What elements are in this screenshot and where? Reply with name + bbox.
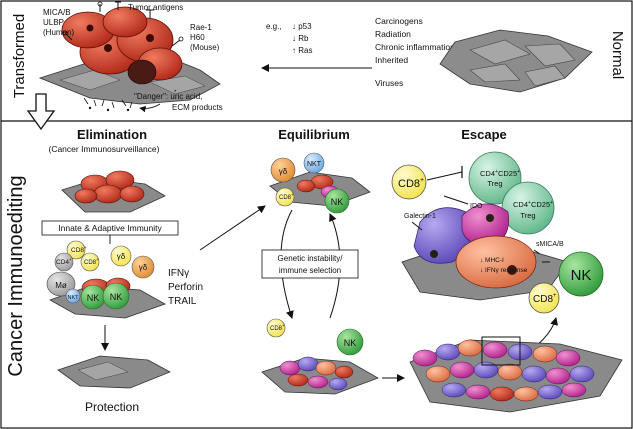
treg2-sublabel: Treg	[520, 211, 535, 220]
treg2-label: CD4+CD25+	[513, 200, 553, 209]
transformed-side-label: Transformed	[11, 14, 28, 98]
escape-cd8-cell	[391, 164, 427, 200]
cancer-immunoediting-side-label: Cancer Immunoediting	[5, 175, 27, 376]
elim-cd4-label: CD4+	[56, 257, 72, 266]
eq-gd-label: γδ	[279, 167, 288, 176]
ligand-mouse-1: Rae-1	[190, 23, 212, 32]
cause-3: Chronic inflammation	[375, 42, 455, 52]
elim-cd8-label-2: CD8+	[84, 257, 99, 266]
escape-nk-cell	[558, 251, 604, 297]
eg-label: e.g.,	[266, 22, 282, 31]
mutation-arrow-1: ↓	[292, 22, 296, 31]
elim-nkt-label: NKT	[68, 295, 80, 301]
immunity-box-label: Innate & Adaptive Immunity	[58, 223, 162, 233]
ligand-human-3: (Human)	[43, 28, 74, 37]
elim-gd-label-2: γδ	[139, 263, 148, 272]
mhc-label-1: ↓ MHC-I	[480, 257, 504, 264]
cause-1: Carcinogens	[375, 16, 423, 26]
elim-cd8-label: CD8+	[71, 245, 87, 254]
svg-text:↑ Ras: ↑ Ras	[292, 46, 312, 55]
elim-gd-cell	[110, 245, 132, 267]
equilibrium-cluster: γδ NKT CD8+ NK	[269, 152, 371, 214]
danger-label: "Danger": uric acid,	[134, 92, 202, 101]
elimination-title: Elimination	[77, 127, 147, 142]
eq-nkt-label: NKT	[307, 161, 322, 168]
elim-mo-label: Mø	[55, 281, 67, 290]
mutation-list: ↓ p53 ↓ Rb ↑ Ras	[292, 22, 312, 55]
eq-nk-label: NK	[331, 197, 344, 207]
effector-trail: TRAIL	[168, 296, 197, 307]
escape-tumor-mass	[401, 203, 569, 301]
eq-nk-lower-label: NK	[344, 338, 357, 348]
escape-cd8-bottom-label: CD8+	[533, 293, 557, 305]
cause-2: Radiation	[375, 29, 411, 39]
elimination-immune-attack: CD8+ CD4+ CD8+ γδ γδ Mø NKT NK NK	[46, 240, 166, 319]
elimination-tumor-tissue	[61, 170, 166, 213]
danger-sup: *	[174, 90, 177, 96]
mutation-gene-2: Rb	[298, 34, 309, 43]
galectin-label: Galectin-1	[404, 213, 436, 220]
elim-cd4-cell	[54, 252, 74, 272]
treg1-sublabel: Treg	[487, 179, 502, 188]
elim-nk-cell-2	[102, 282, 130, 310]
normal-tissue	[439, 29, 593, 93]
smica-label: sMICA/B	[536, 241, 564, 248]
zoom-box	[481, 336, 521, 366]
effector-perforin: Perforin	[168, 282, 203, 293]
transition-down-arrow-icon	[26, 93, 56, 131]
escape-cd8-cell-2	[528, 282, 560, 314]
eq-cd8-label: CD8+	[279, 192, 294, 201]
elim-cd8-cell	[66, 240, 86, 260]
ido-label: IDO	[470, 203, 483, 210]
ligand-mouse-3: (Mouse)	[190, 43, 220, 52]
genetic-instability-box	[261, 249, 359, 279]
equilibrium-lower-tissue	[261, 356, 379, 395]
transformed-tissue	[38, 1, 221, 112]
cause-4: Inherited	[375, 55, 408, 65]
causes-list: Carcinogens Radiation Chronic inflammati…	[375, 16, 455, 88]
svg-text:↓ p53: ↓ p53	[292, 22, 312, 31]
effector-ifng: IFNγ	[168, 268, 189, 279]
escape-nk-label: NK	[571, 267, 592, 284]
ligand-human-2: ULBP	[43, 18, 64, 27]
tumor-antigens-label: Tumor antigens	[128, 3, 183, 12]
treg1-label: CD4+CD25+	[480, 169, 520, 178]
danger-label-2: ECM products	[172, 103, 223, 112]
ligand-human-1: MICA/B	[43, 8, 71, 17]
mutation-arrow-2: ↓	[292, 34, 296, 43]
mutation-gene-3: Ras	[298, 46, 312, 55]
cause-5: Viruses	[375, 78, 403, 88]
elim-macrophage-cell	[46, 271, 76, 297]
genetic-box-line1: Genetic instability/	[278, 254, 344, 263]
mutation-arrow-3: ↑	[292, 46, 296, 55]
svg-text:↓ Rb: ↓ Rb	[292, 34, 309, 43]
protection-label: Protection	[85, 400, 139, 414]
equilibrium-title: Equilibrium	[278, 127, 350, 142]
escape-cd8-label: CD8+	[398, 177, 424, 190]
escape-tumor-tissue	[409, 336, 623, 413]
mutation-gene-1: p53	[298, 22, 312, 31]
normal-side-label: Normal	[609, 31, 626, 79]
escape-title: Escape	[461, 127, 507, 142]
elimination-subtitle: (Cancer Immunosurveillance)	[48, 144, 159, 154]
mhc-label-2: ↓ IFNγ response	[480, 267, 528, 274]
elim-gd-label: γδ	[117, 252, 126, 261]
elim-nk-label-1: NK	[87, 293, 100, 303]
eq-cd8-lower-label: CD8+	[270, 323, 285, 332]
ligand-mouse-2: H60	[190, 33, 205, 42]
genetic-box-line2: immune selection	[279, 266, 341, 275]
protection-tissue	[57, 355, 171, 389]
elim-nk-label-2: NK	[110, 292, 123, 302]
